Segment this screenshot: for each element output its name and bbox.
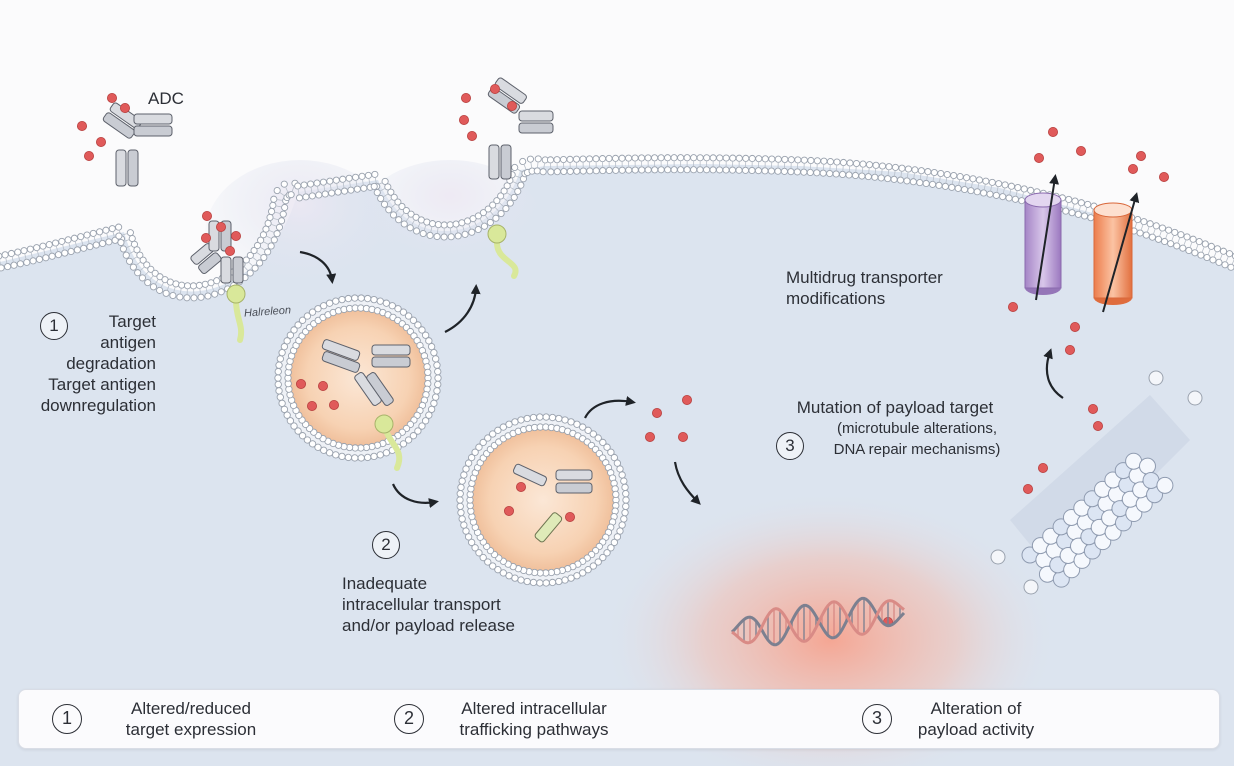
adc-label: ADC: [148, 89, 184, 108]
endosome-2: [456, 413, 630, 587]
step-3-title: Mutation of payload target: [796, 398, 994, 417]
multidrug-transporter-purple: [1024, 174, 1062, 301]
multidrug-transporter-orange: [1093, 192, 1140, 313]
target-antigen-surface: [487, 224, 519, 279]
payload-molecules: [77, 84, 1203, 628]
adc-antibody-outside-1: [102, 102, 173, 187]
membrane-beads: [0, 154, 1234, 302]
adc-antibody-pit: [190, 220, 244, 284]
legend-3-number: 3: [862, 704, 892, 734]
dna-helix: [730, 596, 906, 647]
target-antigen-pit: [226, 284, 246, 343]
step-3-marker: 3: [776, 432, 804, 460]
transporter-text: Multidrug transporter modifications: [786, 268, 943, 308]
microtubule: [1010, 395, 1190, 588]
arrow-to-nucleus: [673, 461, 701, 505]
step-1-marker: 1: [40, 312, 68, 340]
step-2-text: Inadequate intracellular transport and/o…: [342, 574, 515, 635]
target-antigen-endosome: [374, 414, 403, 471]
arrow-to-transporter: [1043, 348, 1064, 399]
arrow-recycle: [444, 284, 481, 333]
arrow-internalize: [299, 250, 337, 284]
arrow-payload-release: [584, 396, 636, 419]
step-2-marker: 2: [372, 531, 400, 559]
adc-fragments-endosome-2: [512, 463, 593, 543]
arrow-to-endosome-2: [391, 483, 439, 508]
step-3-detail: (microtubule alterations, DNA repair mec…: [833, 420, 1001, 458]
adc-antibody-endosome-1: [321, 339, 411, 406]
pathway-arrows: [299, 250, 1064, 508]
step-1-text: Target antigen degradation Target antige…: [40, 312, 156, 415]
legend-1-number: 1: [52, 704, 82, 734]
legend-2-number: 2: [394, 704, 424, 734]
